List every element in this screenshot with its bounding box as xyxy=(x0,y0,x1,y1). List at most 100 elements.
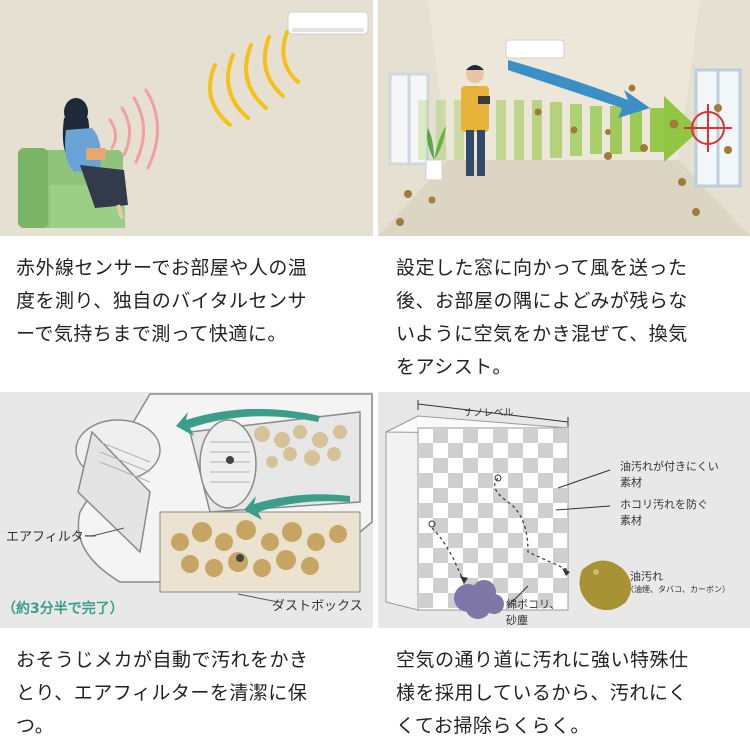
duration-label: （約3分半で完了） xyxy=(2,601,124,617)
dust-resistant-label-2: 素材 xyxy=(620,514,642,527)
checker-cell xyxy=(448,443,463,458)
checker-cell xyxy=(523,488,538,503)
caption-ventilation: 設定した窓に向かって風を送った 後、お部屋の隅によどみが残らな いように空気をか… xyxy=(396,257,688,378)
cleaning-arrow xyxy=(176,408,350,520)
target-reticle-icon xyxy=(684,104,732,152)
block-side xyxy=(385,415,419,611)
checker-cell xyxy=(508,503,523,518)
checker-surface xyxy=(417,427,569,611)
checker-cell xyxy=(463,488,478,503)
checker-cell xyxy=(553,488,568,503)
nano-level-bracket xyxy=(417,400,569,427)
air-conditioner-icon xyxy=(505,39,565,59)
checker-cell xyxy=(418,563,433,578)
dust-box-label: ダストボックス xyxy=(272,599,363,614)
checker-cell xyxy=(433,548,448,563)
caption-cleaning: おそうじメカが自動で汚れをかき とり、エアフィルターを清潔に保 つ。 xyxy=(16,649,309,737)
checker-cell xyxy=(418,443,433,458)
checker-cell xyxy=(538,503,553,518)
leader-dust-box xyxy=(237,593,279,603)
sensor-wave-pink xyxy=(108,88,159,170)
checker-cell xyxy=(478,443,493,458)
leader-air-filter xyxy=(91,527,125,537)
dust-box xyxy=(159,456,361,593)
checker-cell xyxy=(523,428,538,443)
sensor-illustration xyxy=(0,0,373,236)
oil-stain-label-1: 油汚れ xyxy=(630,570,663,583)
checker-cell xyxy=(553,578,568,593)
checker-cell xyxy=(478,533,493,548)
checker-cell xyxy=(508,563,523,578)
checker-cell xyxy=(478,503,493,518)
checker-cell xyxy=(433,428,448,443)
checker-cell xyxy=(463,428,478,443)
air-filter-label: エアフィルター xyxy=(6,530,97,545)
checker-cell xyxy=(418,473,433,488)
oil-stain-label-2: （油煙、タバコ、カーボン） xyxy=(626,585,730,594)
checker-cell xyxy=(538,473,553,488)
checker-cell xyxy=(448,473,463,488)
checker-cell xyxy=(448,563,463,578)
oil-resistant-label-1: 油汚れが付きにくい xyxy=(620,460,719,473)
checker-cell xyxy=(448,503,463,518)
checker-cell xyxy=(508,593,523,608)
particle-markers xyxy=(428,474,502,528)
sensor-wave-yellow xyxy=(208,30,300,127)
checker-cell xyxy=(523,578,538,593)
checker-cell xyxy=(553,428,568,443)
checker-cell xyxy=(553,518,568,533)
airflow-green-arrow xyxy=(418,96,700,162)
checker-cell xyxy=(418,593,433,608)
checker-cell xyxy=(478,563,493,578)
checker-cell xyxy=(433,578,448,593)
air-conditioner-icon xyxy=(287,11,369,35)
checker-cell xyxy=(493,548,508,563)
person-icon xyxy=(62,98,128,219)
checker-cell xyxy=(493,578,508,593)
checker-cell xyxy=(433,518,448,533)
plant-icon xyxy=(425,126,446,181)
dust-particles xyxy=(396,84,732,226)
lint-dust-blob xyxy=(454,580,504,619)
checker-cell xyxy=(538,443,553,458)
checker-cell xyxy=(508,473,523,488)
checker-cell xyxy=(448,533,463,548)
lint-label-2: 砂塵 xyxy=(506,614,528,627)
ventilation-illustration xyxy=(378,0,750,236)
checker-cell xyxy=(418,533,433,548)
caption-sensor: 赤外線センサーでお部屋や人の温 度を測り、独自のバイタルセンサ ーで気持ちまで測… xyxy=(16,257,308,345)
oil-resistant-label-2: 素材 xyxy=(620,476,642,489)
checker-cell xyxy=(433,488,448,503)
checker-cell xyxy=(553,548,568,563)
dust-resistant-label-1: ホコリ汚れを防ぐ xyxy=(620,498,708,511)
oil-stain-blob xyxy=(579,560,632,611)
cleaning-illustration: エアフィルター ダストボックス （約3分半で完了） xyxy=(0,392,373,628)
checker-cell xyxy=(493,458,508,473)
checker-cell xyxy=(463,518,478,533)
checker-cell xyxy=(463,548,478,563)
filter-mesh xyxy=(99,441,250,483)
checker-cell xyxy=(523,548,538,563)
nano-level-label: ナノレベル xyxy=(464,408,514,419)
checker-cell xyxy=(463,458,478,473)
material-illustration: ナノレベル 油汚れが付きにくい 素材 ホコリ汚れを防ぐ 素材 油汚れ （油煙、タ… xyxy=(378,392,750,628)
left-window xyxy=(388,72,430,166)
checker-cell xyxy=(508,443,523,458)
checker-cell xyxy=(433,458,448,473)
checker-cell xyxy=(418,503,433,518)
checker-cell xyxy=(493,428,508,443)
checker-cell xyxy=(538,563,553,578)
lint-label-1: 綿ボコリ、 xyxy=(506,598,561,611)
caption-material: 空気の通り道に汚れに強い特殊仕 様を採用しているから、汚れにく くてお掃除らくら… xyxy=(396,649,689,737)
checker-cell xyxy=(478,473,493,488)
checker-cell xyxy=(523,518,538,533)
checker-cell xyxy=(508,533,523,548)
checker-cell xyxy=(553,458,568,473)
dust-on-filter xyxy=(254,425,347,468)
path-arrows xyxy=(460,568,570,584)
checker-cell xyxy=(523,458,538,473)
particle-paths xyxy=(431,477,569,583)
airflow-blue-arrow xyxy=(508,60,650,118)
checker-cell xyxy=(538,533,553,548)
material-leaders xyxy=(507,469,611,607)
